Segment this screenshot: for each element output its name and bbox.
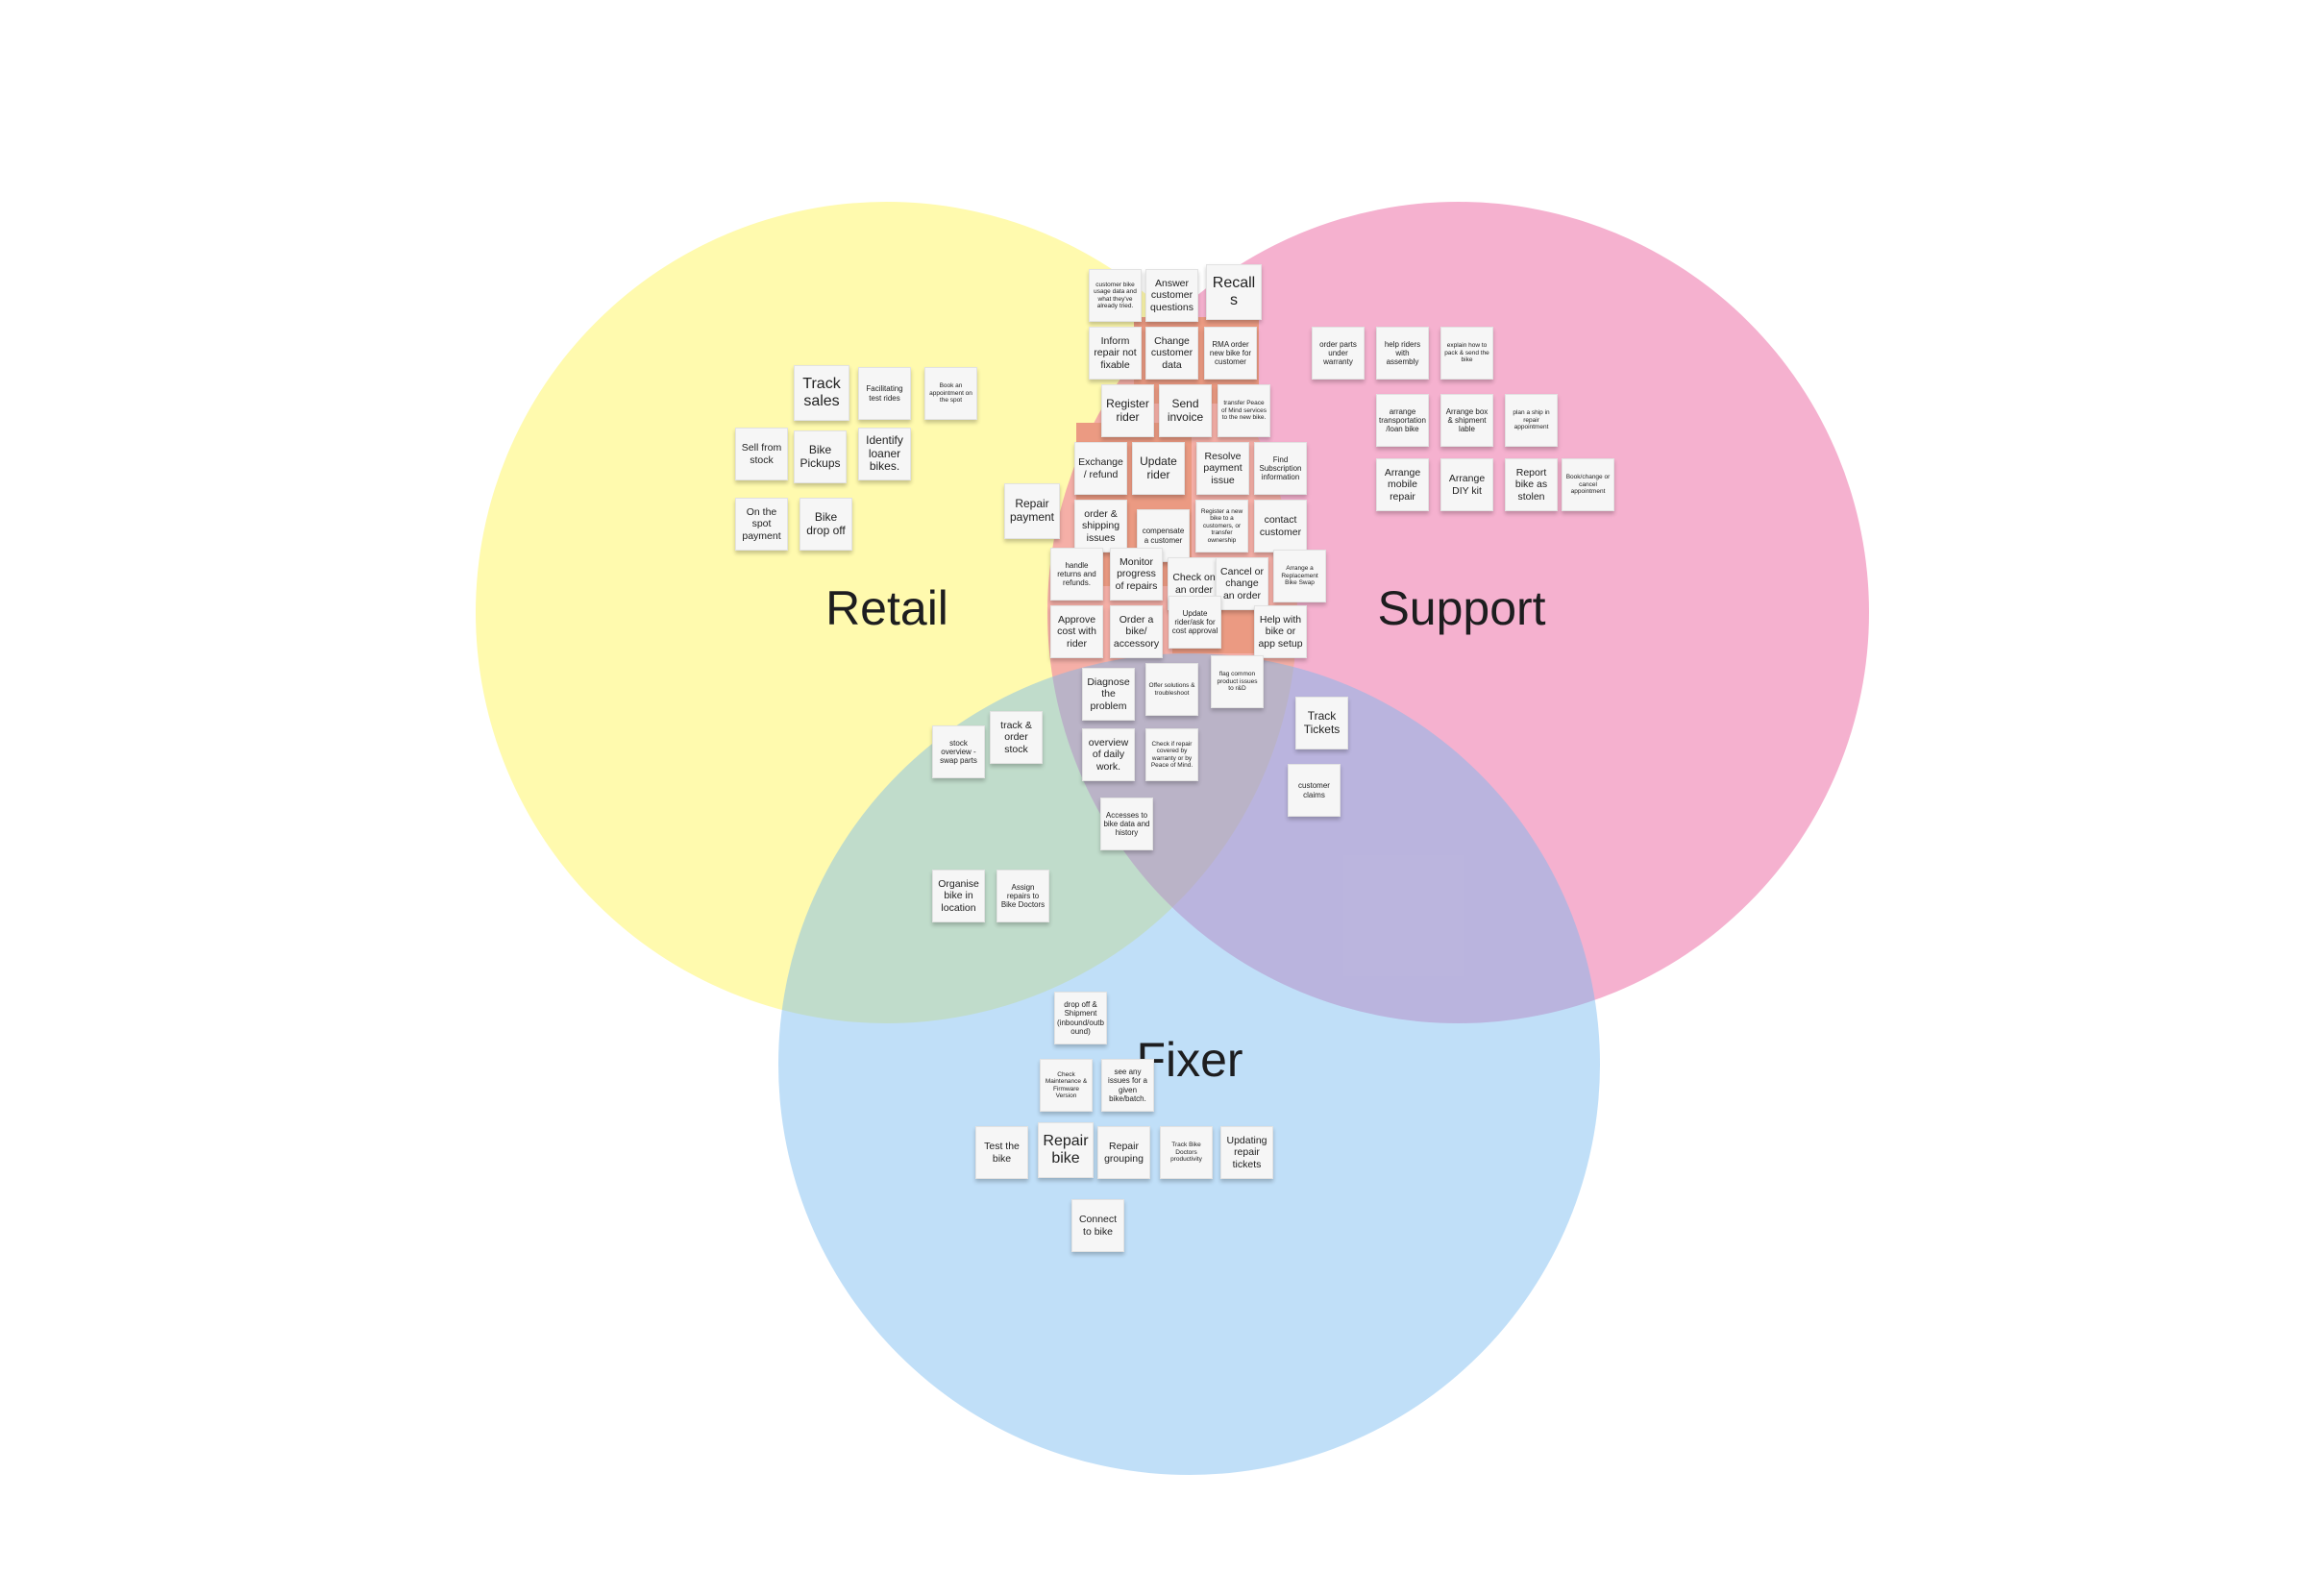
sticky-note[interactable]: Report bike as stolen (1505, 458, 1558, 511)
sticky-note[interactable]: flag common product issues to r&D (1211, 655, 1264, 708)
sticky-note[interactable]: overview of daily work. (1082, 728, 1135, 781)
sticky-note[interactable]: Change customer data (1145, 327, 1198, 380)
sticky-note[interactable]: Check Maintenance & Firmware Version (1040, 1059, 1093, 1112)
sticky-note[interactable]: Resolve payment issue (1196, 442, 1249, 495)
fixer-circle (778, 653, 1600, 1475)
sticky-note[interactable]: customer bike usage data and what they'v… (1089, 269, 1142, 322)
sticky-note[interactable]: Help with bike or app setup (1254, 605, 1307, 658)
sticky-note[interactable]: Test the bike (975, 1126, 1028, 1179)
sticky-note[interactable]: Exchange/ refund (1074, 442, 1127, 495)
sticky-note[interactable]: Book an appointment on the spot (924, 367, 977, 420)
sticky-note[interactable]: Track sales (794, 365, 849, 421)
sticky-note[interactable]: Identify loaner bikes. (858, 428, 911, 480)
sticky-note[interactable]: help riders with assembly (1376, 327, 1429, 380)
sticky-note[interactable]: Track Tickets (1295, 697, 1348, 749)
sticky-note[interactable]: Send invoice (1159, 384, 1212, 437)
sticky-note[interactable]: Diagnose the problem (1082, 668, 1135, 721)
sticky-note[interactable]: Register rider (1101, 384, 1154, 437)
sticky-note[interactable]: Updating repair tickets (1220, 1126, 1273, 1179)
sticky-note[interactable]: track & order stock (990, 711, 1043, 764)
sticky-note[interactable]: order parts under warranty (1312, 327, 1365, 380)
sticky-note[interactable]: transfer Peace of Mind services to the n… (1218, 384, 1270, 437)
sticky-note[interactable]: explain how to pack & send the bike (1440, 327, 1493, 380)
sticky-note[interactable]: Arrange mobile repair (1376, 458, 1429, 511)
sticky-note[interactable]: Arrange box & shipment lable (1440, 394, 1493, 447)
sticky-note[interactable]: Update rider/ask for cost approval (1169, 596, 1221, 649)
sticky-note[interactable]: drop off & Shipment (inbound/outbound) (1054, 992, 1107, 1044)
sticky-note[interactable]: Check if repair covered by warranty or b… (1145, 728, 1198, 781)
sticky-note[interactable]: see any issues for a given bike/batch. (1101, 1059, 1154, 1112)
sticky-note[interactable]: Bike drop off (800, 498, 852, 551)
sticky-note[interactable]: Repair payment (1004, 483, 1060, 539)
sticky-note[interactable]: contact customer (1254, 500, 1307, 552)
sticky-note[interactable]: Inform repair not fixable (1089, 327, 1142, 380)
sticky-note[interactable]: stock overview - swap parts (932, 725, 985, 778)
sticky-note[interactable]: Facilitating test rides (858, 367, 911, 420)
sticky-note[interactable]: handle returns and refunds. (1050, 548, 1103, 601)
sticky-note[interactable]: Offer solutions & troubleshoot (1145, 663, 1198, 716)
sticky-note[interactable]: Monitor progress of repairs (1110, 548, 1163, 601)
sticky-note[interactable]: Connect to bike (1071, 1199, 1124, 1252)
sticky-note[interactable]: Register a new bike to a customers, or t… (1195, 500, 1248, 552)
sticky-note[interactable]: arrange transportation/loan bike (1376, 394, 1429, 447)
sticky-note[interactable]: Assign repairs to Bike Doctors (997, 870, 1049, 922)
retail-label: Retail (825, 581, 948, 635)
sticky-note[interactable]: plan a ship in repair appointment (1505, 394, 1558, 447)
sticky-note[interactable]: order & shipping issues (1074, 500, 1127, 552)
sticky-note[interactable]: Approve cost with rider (1050, 605, 1103, 658)
sticky-note[interactable]: Arrange DIY kit (1440, 458, 1493, 511)
sticky-note[interactable]: Track Bike Doctors productivity (1160, 1126, 1213, 1179)
sticky-note[interactable]: Book/change or cancel appointment (1562, 458, 1614, 511)
sticky-note[interactable]: Answer customer questions (1145, 269, 1198, 322)
sticky-note[interactable]: Arrange a Replacement Bike Swap (1273, 550, 1326, 602)
sticky-note[interactable]: Repair bike (1038, 1122, 1094, 1178)
sticky-note[interactable]: Bike Pickups (794, 430, 847, 483)
sticky-note[interactable]: Cancel or change an order (1216, 557, 1268, 610)
sticky-note[interactable]: RMA order new bike for customer (1204, 327, 1257, 380)
sticky-note[interactable]: Repair grouping (1097, 1126, 1150, 1179)
sticky-note[interactable]: On the spot payment (735, 498, 788, 551)
sticky-note[interactable]: Sell from stock (735, 428, 788, 480)
support-label: Support (1377, 581, 1546, 635)
sticky-note[interactable]: customer claims (1288, 764, 1341, 817)
sticky-note[interactable]: Organise bike in location (932, 870, 985, 922)
sticky-note[interactable]: Update rider (1132, 442, 1185, 495)
sticky-note[interactable]: Recalls (1206, 264, 1262, 320)
sticky-note[interactable]: Accesses to bike data and history (1100, 798, 1153, 850)
sticky-note[interactable]: Order a bike/ accessory (1110, 605, 1163, 658)
sticky-note[interactable]: Find Subscription information (1254, 442, 1307, 495)
